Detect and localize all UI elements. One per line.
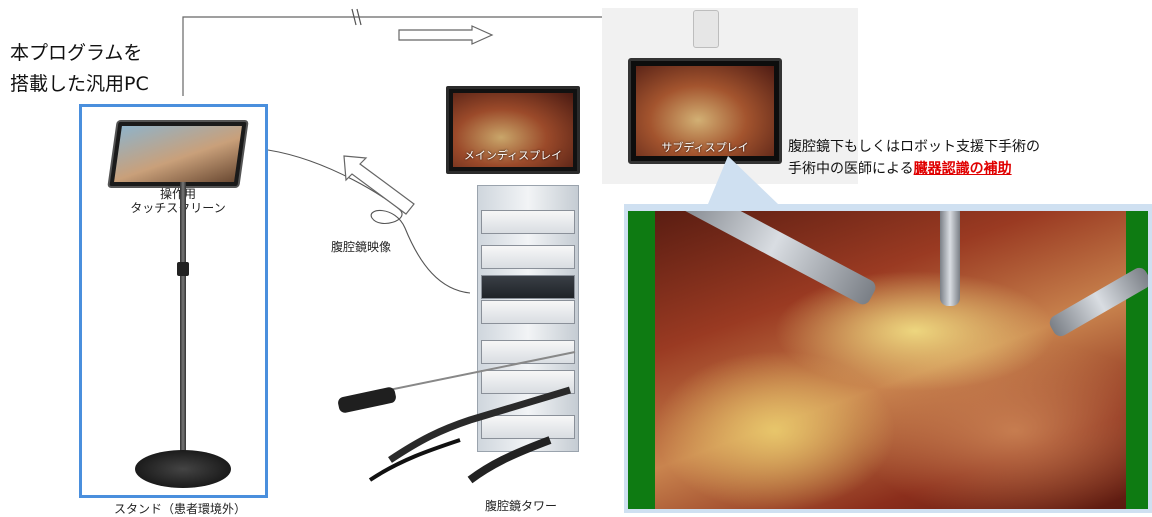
forceps-tool <box>1047 265 1148 339</box>
sub-display-label: サブディスプレイ <box>631 139 779 155</box>
outline-arrow-up-left-icon <box>340 152 418 218</box>
touchscreen-tablet <box>107 120 249 188</box>
caption-line1: 腹腔鏡下もしくはロボット支援下手術の <box>788 136 1040 158</box>
surgical-image <box>655 211 1126 509</box>
laparoscope-video-label: 腹腔鏡映像 <box>331 238 391 255</box>
surgical-view <box>628 211 1148 509</box>
stand-base <box>135 450 231 488</box>
tower-unit <box>481 275 575 299</box>
caption-line2-prefix: 手術中の医師による <box>788 161 914 177</box>
tower-label: 腹腔鏡タワー <box>485 497 557 514</box>
tower-unit <box>481 300 575 324</box>
caption: 腹腔鏡下もしくはロボット支援下手術の 手術中の医師による臓器認識の補助 <box>788 136 1040 180</box>
caption-line2: 手術中の医師による臓器認識の補助 <box>788 158 1040 180</box>
touchscreen-label: 操作用 タッチスクリーン <box>108 187 248 215</box>
stand-pole <box>180 182 186 452</box>
sub-display: サブディスプレイ <box>628 58 782 164</box>
tower-unit <box>481 245 575 269</box>
tower-unit <box>481 210 575 234</box>
caption-highlight: 臓器認識の補助 <box>914 161 1012 177</box>
touchscreen-label-line2: タッチスクリーン <box>108 201 248 215</box>
touchscreen-label-line1: 操作用 <box>108 187 248 201</box>
ceiling-mount <box>693 10 719 48</box>
laparoscope-instruments <box>330 340 590 490</box>
main-display-label: メインディスプレイ <box>449 147 577 163</box>
outline-arrow-right-icon <box>398 25 494 45</box>
stand-collar <box>177 262 189 276</box>
probe-tool <box>940 211 960 306</box>
grasper-tool <box>672 211 878 307</box>
stand-label: スタンド（患者環境外） <box>100 500 260 517</box>
main-display: メインディスプレイ <box>446 86 580 174</box>
